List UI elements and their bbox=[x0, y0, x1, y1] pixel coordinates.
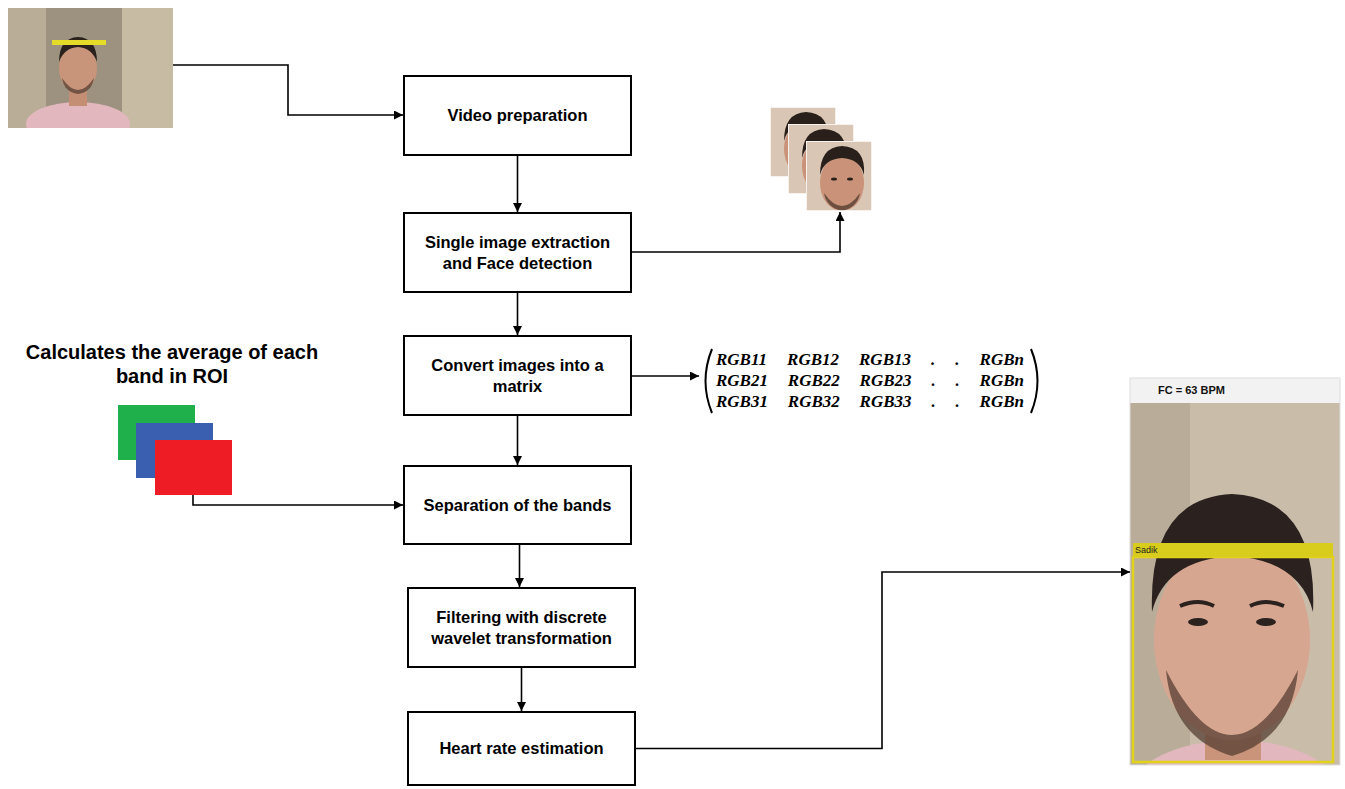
face-name-bar bbox=[1133, 543, 1333, 557]
face-detection-box bbox=[1133, 557, 1333, 762]
flow-arrow bbox=[636, 572, 1130, 749]
screenshot-panel: FC = 63 BPM Sadik bbox=[1130, 378, 1340, 765]
output-arrow bbox=[632, 375, 699, 377]
screenshot-frame bbox=[1130, 378, 1340, 765]
flow-arrow bbox=[517, 416, 519, 465]
screenshot-brow bbox=[1180, 602, 1214, 606]
input-arrow bbox=[193, 495, 403, 505]
red-band bbox=[155, 440, 232, 495]
screenshot-brow bbox=[1250, 602, 1284, 606]
matrix-bracket bbox=[706, 349, 713, 413]
flow-arrow bbox=[519, 545, 521, 587]
box-label: Heart rate estimation bbox=[439, 738, 603, 759]
process-box: Separation of the bands bbox=[403, 465, 632, 545]
photo-beard bbox=[62, 78, 94, 94]
matrix-row: RGB11 RGB12 RGB13 . . RGBn bbox=[716, 350, 1024, 370]
screenshot-beard bbox=[1166, 670, 1298, 756]
process-box: Heart rate estimation bbox=[407, 711, 636, 786]
screenshot-wall bbox=[1130, 378, 1340, 765]
matrix-row: RGB21 RGB22 RGB23 . . RGBn bbox=[716, 371, 1024, 391]
flow-arrow bbox=[517, 293, 519, 335]
process-box: Filtering with discrete wavelet transfor… bbox=[407, 587, 636, 668]
heart-rate-readout: FC = 63 BPM bbox=[1158, 383, 1225, 397]
screenshot-eye bbox=[1188, 618, 1208, 626]
flow-arrow bbox=[521, 668, 523, 711]
process-box: Convert images into a matrix bbox=[403, 335, 632, 416]
box-label: Convert images into a matrix bbox=[415, 355, 620, 396]
box-label: Video preparation bbox=[448, 105, 588, 126]
matrix-bracket bbox=[1031, 349, 1038, 413]
screenshot-eye bbox=[1256, 618, 1276, 626]
matrix-row: RGB31 RGB32 RGB33 . . RGBn bbox=[716, 392, 1024, 412]
box-label: Single image extraction and Face detecti… bbox=[415, 232, 620, 273]
box-label: Separation of the bands bbox=[424, 495, 612, 516]
process-box: Video preparation bbox=[403, 75, 632, 156]
annotation-text: Calculates the average of each band in R… bbox=[12, 340, 332, 388]
face-thumbnail bbox=[806, 141, 872, 211]
face-name-tag: Sadik bbox=[1135, 543, 1158, 557]
webcam-photo bbox=[8, 8, 173, 128]
photo-wall-light bbox=[122, 8, 173, 128]
flow-arrow bbox=[517, 156, 519, 212]
screenshot-title-bar bbox=[1130, 378, 1340, 403]
face-marker-bar bbox=[52, 40, 106, 45]
process-box: Single image extraction and Face detecti… bbox=[403, 212, 632, 293]
output-arrow bbox=[632, 212, 840, 252]
result-screenshot bbox=[1130, 378, 1340, 765]
box-label: Filtering with discrete wavelet transfor… bbox=[419, 607, 624, 648]
input-arrow bbox=[173, 65, 403, 115]
